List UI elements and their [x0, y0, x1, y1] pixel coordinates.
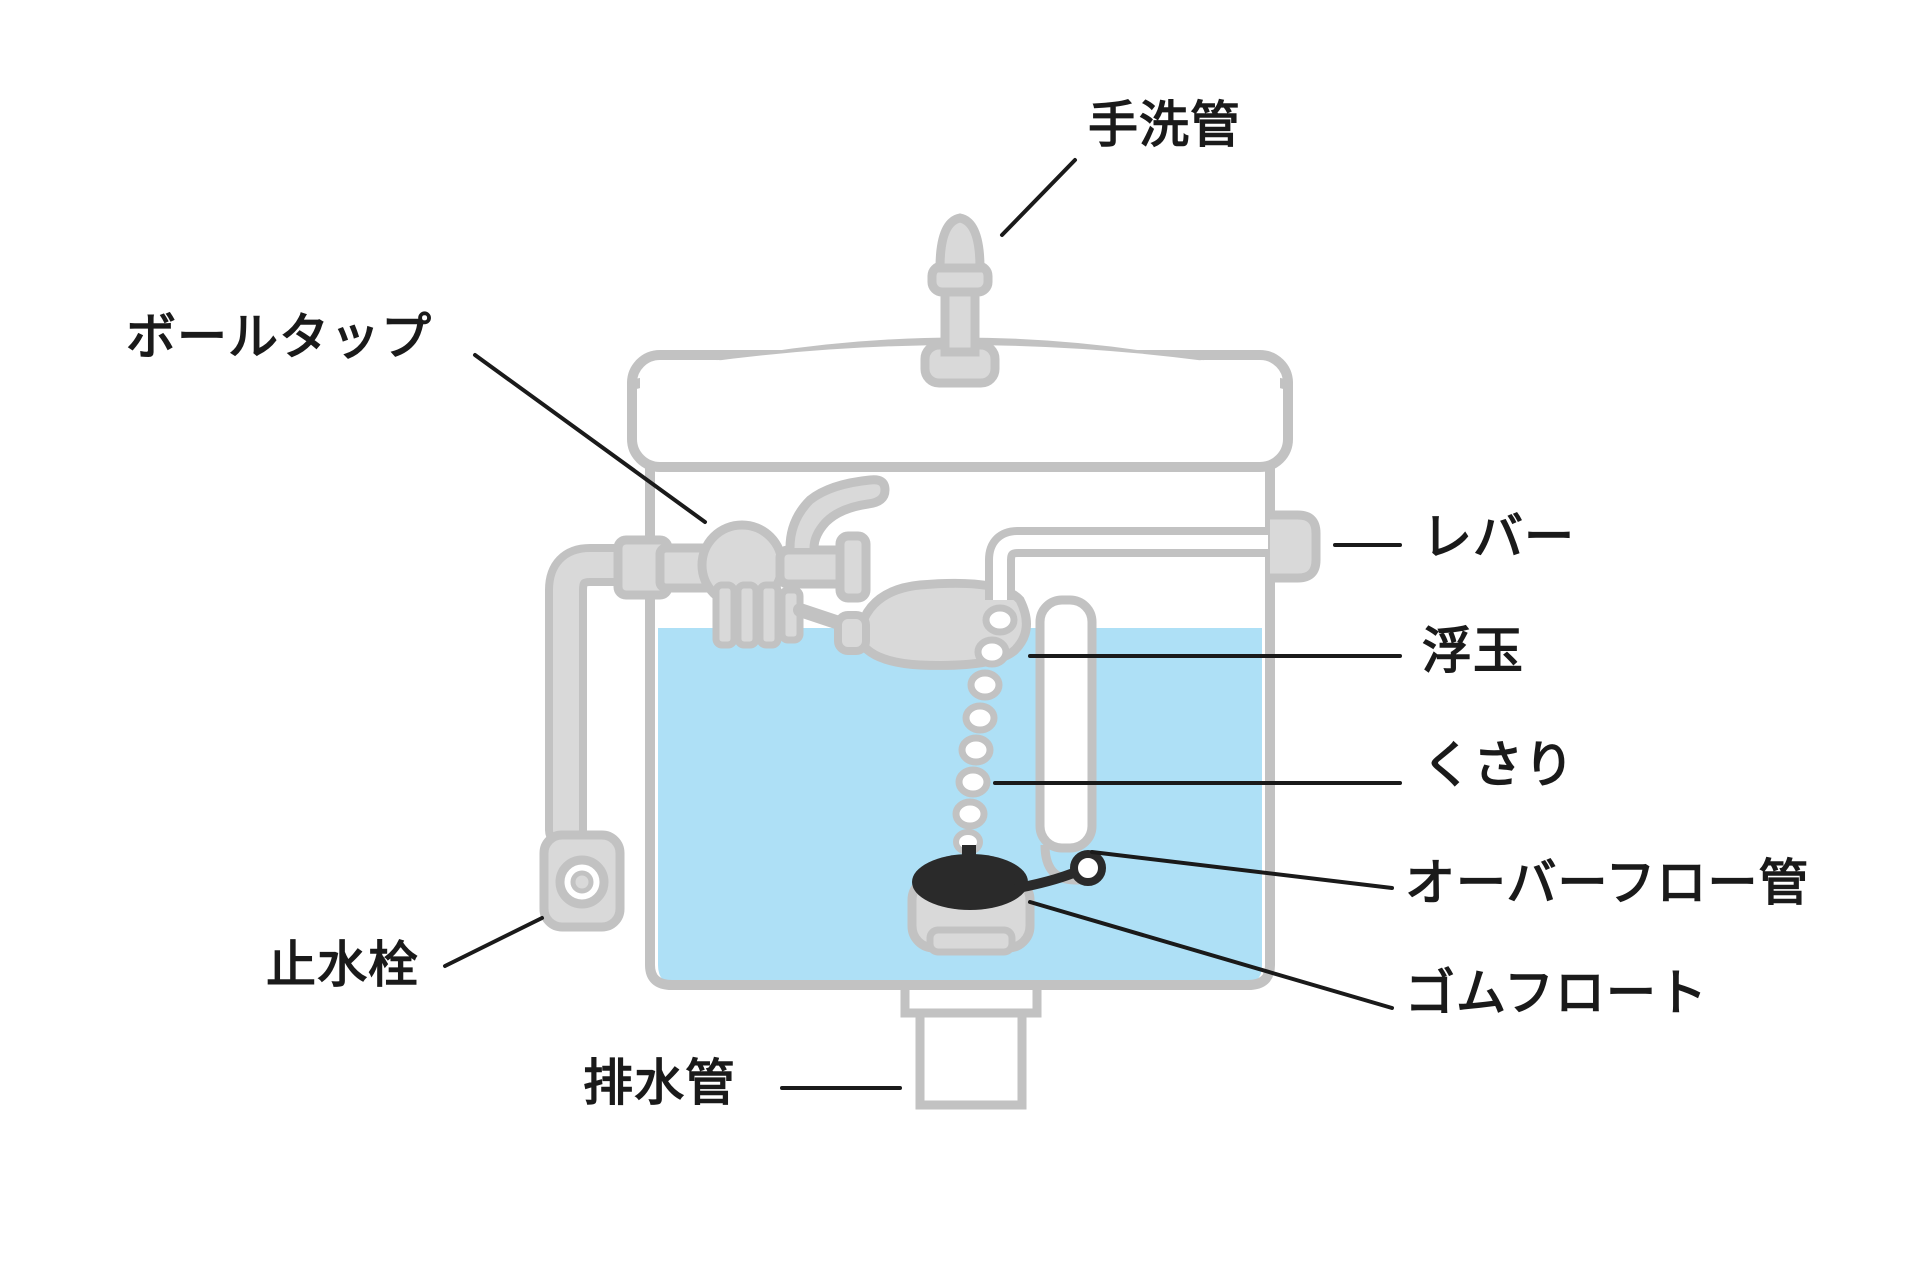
- label-lever: レバー: [1422, 508, 1575, 566]
- label-hand-wash-pipe: 手洗管: [1088, 96, 1241, 154]
- chain-drawing: [952, 604, 1018, 855]
- leader-rubber: [1028, 900, 1394, 1010]
- ball-tap-assembly: [613, 475, 890, 649]
- rubber-float-drawing: [907, 845, 1106, 956]
- label-drain-pipe: 排水管: [583, 1054, 736, 1112]
- label-stopcock: 止水栓: [266, 936, 419, 994]
- leader-ball-tap: [473, 353, 707, 524]
- stopcock-pipe: [539, 544, 661, 932]
- label-rubber-float: ゴムフロート: [1405, 964, 1708, 1022]
- label-chain: くさり: [1422, 736, 1575, 794]
- overflow-pipe-drawing: [1035, 595, 1097, 885]
- leader-hand-wash: [1000, 158, 1077, 237]
- leader-overflow: [1090, 850, 1394, 890]
- leader-lines: [443, 158, 1402, 1090]
- lever-drawing: [985, 510, 1321, 600]
- leader-stopcock: [443, 916, 544, 968]
- hand-wash-spout: [920, 213, 1000, 388]
- label-ball-tap: ボールタップ: [126, 308, 432, 366]
- label-overflow-pipe: オーバーフロー管: [1405, 854, 1810, 912]
- drain-pipe-drawing: [900, 980, 1042, 1110]
- label-float-ball: 浮玉: [1422, 622, 1524, 680]
